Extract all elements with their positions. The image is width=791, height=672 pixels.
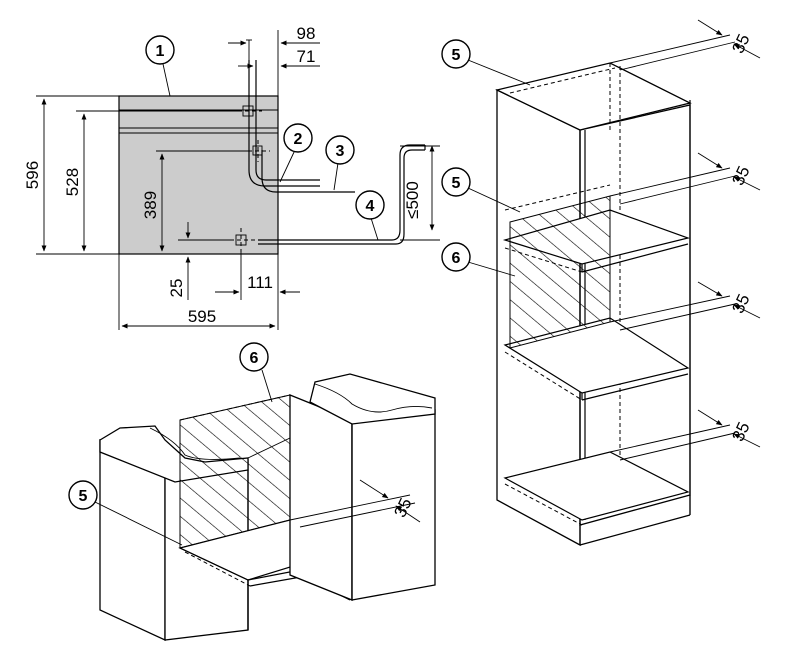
dim-98-label: 98 [297, 24, 316, 43]
right-cabinet-side [289, 394, 353, 601]
tall-top-panel [495, 62, 692, 131]
tall-unit-view: 35 35 35 35 5 5 6 [441, 19, 761, 547]
tall-shelf-3 [503, 451, 690, 521]
dim-71-label: 71 [297, 47, 316, 66]
hose-2-inner [255, 60, 320, 181]
svg-text:2: 2 [294, 131, 303, 148]
tall-niche-rear-wall [509, 195, 611, 349]
dim-389-label: 389 [141, 191, 160, 219]
base-callout-5: 5 [68, 480, 183, 546]
tall-callout-5-top: 5 [441, 39, 531, 86]
tall-gap-35-4: 35 [728, 419, 753, 444]
svg-text:5: 5 [79, 488, 88, 505]
svg-text:6: 6 [250, 350, 259, 367]
hose-2 [248, 60, 320, 187]
svg-text:6: 6 [452, 250, 461, 267]
svg-text:3: 3 [336, 143, 345, 160]
base-unit-view: 35 6 5 [68, 342, 436, 642]
callout-4: 4 [355, 190, 385, 241]
svg-text:5: 5 [452, 47, 461, 64]
hose-3 [261, 150, 355, 193]
base-callout-6: 6 [239, 342, 273, 403]
tall-callout-6: 6 [441, 242, 516, 277]
right-worktop [309, 373, 436, 425]
front-view: 596 528 389 25 111 595 98 71 ≤500 [23, 24, 440, 330]
dim-595-label: 595 [188, 307, 216, 326]
callout-1: 1 [145, 35, 175, 97]
hose-4-inner [258, 149, 425, 245]
svg-text:1: 1 [156, 43, 165, 60]
callout-3: 3 [325, 135, 355, 191]
lower-connection-symbol [230, 228, 256, 252]
dim-25-label: 25 [167, 279, 186, 298]
svg-text:5: 5 [452, 175, 461, 192]
dim-596-label: 596 [23, 161, 42, 189]
svg-text:4: 4 [366, 198, 375, 215]
hose-4 [258, 144, 425, 241]
dim-528-label: 528 [63, 168, 82, 196]
callout-2: 2 [279, 123, 313, 183]
dim-500-label: ≤500 [403, 181, 422, 219]
tall-callout-5-mid: 5 [441, 167, 521, 213]
dim-111-label: 111 [247, 273, 273, 292]
appliance-front-face [118, 95, 279, 255]
